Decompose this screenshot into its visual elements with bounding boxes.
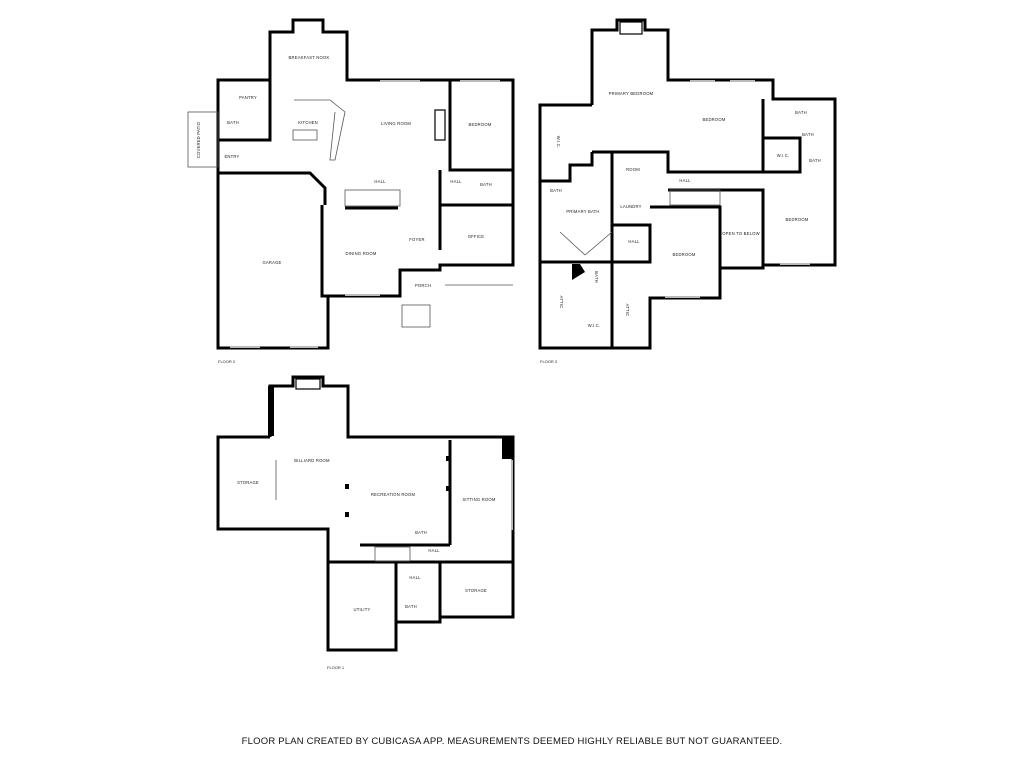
room-label: FOYER xyxy=(409,237,424,242)
room-label: ATTIC xyxy=(559,296,564,309)
hall-small-wall xyxy=(612,223,652,264)
room-label: HALL xyxy=(409,575,421,580)
kitchen-island xyxy=(292,129,318,141)
floor-label: FLOOR 1 xyxy=(327,665,345,670)
room-label: HALL xyxy=(450,179,462,184)
room-label: BATH xyxy=(795,110,807,115)
floor-2-west-wall xyxy=(216,78,330,350)
garage-wall xyxy=(218,171,327,205)
room-label: OPEN TO BELOW xyxy=(722,231,760,236)
room-label: UTILITY xyxy=(354,607,371,612)
bedroom-wall xyxy=(592,99,765,174)
floor-1-outer-wall xyxy=(216,375,515,652)
room-label: STORAGE xyxy=(237,480,259,485)
fireplace xyxy=(434,109,446,141)
room-label: BATH xyxy=(594,271,599,283)
room-label: ENTRY xyxy=(224,154,239,159)
floor-label: FLOOR 3 xyxy=(540,359,558,364)
staircase xyxy=(344,189,401,207)
room-label: HALL xyxy=(628,239,640,244)
room-label: BEDROOM xyxy=(468,122,491,127)
room-label: BATH xyxy=(550,188,562,193)
room-label: ROOM xyxy=(626,167,640,172)
bedroom-center-wall xyxy=(650,205,722,268)
room-label: COVERED PATIO xyxy=(196,121,201,158)
room-label: W.I.C. xyxy=(556,136,561,149)
room-label: BEDROOM xyxy=(785,217,808,222)
room-label: PORCH xyxy=(415,283,431,288)
room-label: HALL xyxy=(428,548,440,553)
floor-1-plan: BILLIARD ROOM STORAGE RECREATION ROOM SI… xyxy=(216,375,515,670)
fireplace xyxy=(619,21,643,35)
room-label: PRIMARY BEDROOM xyxy=(609,91,654,96)
room-label: BATH xyxy=(415,530,427,535)
room-label: W.I.C. xyxy=(777,153,790,158)
room-label: BILLIARD ROOM xyxy=(294,458,330,463)
room-label: STORAGE xyxy=(465,588,487,593)
room-label: BEDROOM xyxy=(702,117,725,122)
floor-2-plan: BREAKFAST NOOK PANTRY BATH KITCHEN LIVIN… xyxy=(187,18,515,364)
staircase xyxy=(374,546,411,562)
floor-3-plan: PRIMARY BEDROOM BEDROOM BATH BATH W.I.C.… xyxy=(538,18,837,364)
porch-steps xyxy=(401,304,431,328)
room-label: BATH xyxy=(405,604,417,609)
room-label: LIVING ROOM xyxy=(381,121,411,126)
room-label: W.I.C. xyxy=(588,323,601,328)
kitchen-counter xyxy=(294,99,346,161)
room-label: KITCHEN xyxy=(298,120,318,125)
room-label: LAUNDRY xyxy=(620,204,641,209)
staircase xyxy=(669,189,721,206)
covered-patio-area xyxy=(187,111,219,168)
room-label: ATTIC xyxy=(625,304,630,317)
room-label: BATH xyxy=(227,120,239,125)
room-label: HALL xyxy=(679,178,691,183)
fireplace xyxy=(295,378,321,390)
wic-wall xyxy=(540,152,594,183)
room-label: BATH xyxy=(809,158,821,163)
floor-3-outer-wall xyxy=(538,18,837,350)
room-label: BATH xyxy=(802,132,814,137)
wic-right-wall xyxy=(763,136,802,174)
room-label: SITTING ROOM xyxy=(462,497,495,502)
room-label: OFFICE xyxy=(468,234,485,239)
room-label: BREAKFAST NOOK xyxy=(289,55,330,60)
wall-pillar xyxy=(268,386,274,436)
room-label: HALL xyxy=(374,179,386,184)
room-label: DINING ROOM xyxy=(345,251,376,256)
room-label: RECREATION ROOM xyxy=(371,492,416,497)
pantry-wall xyxy=(218,80,272,142)
room-label: GARAGE xyxy=(262,260,281,265)
room-label: PANTRY xyxy=(239,95,257,100)
room-label: BATH xyxy=(480,182,492,187)
floor-label: FLOOR 2 xyxy=(218,359,236,364)
room-label: PRIMARY BATH xyxy=(566,209,599,214)
floor-2-outer-wall xyxy=(268,18,515,298)
disclaimer-footer: FLOOR PLAN CREATED BY CUBICASA APP. MEAS… xyxy=(241,736,783,747)
wall-pillar xyxy=(502,437,512,459)
chimney xyxy=(572,264,585,280)
bedroom-wall xyxy=(448,80,513,172)
room-label: BEDROOM xyxy=(672,252,695,257)
